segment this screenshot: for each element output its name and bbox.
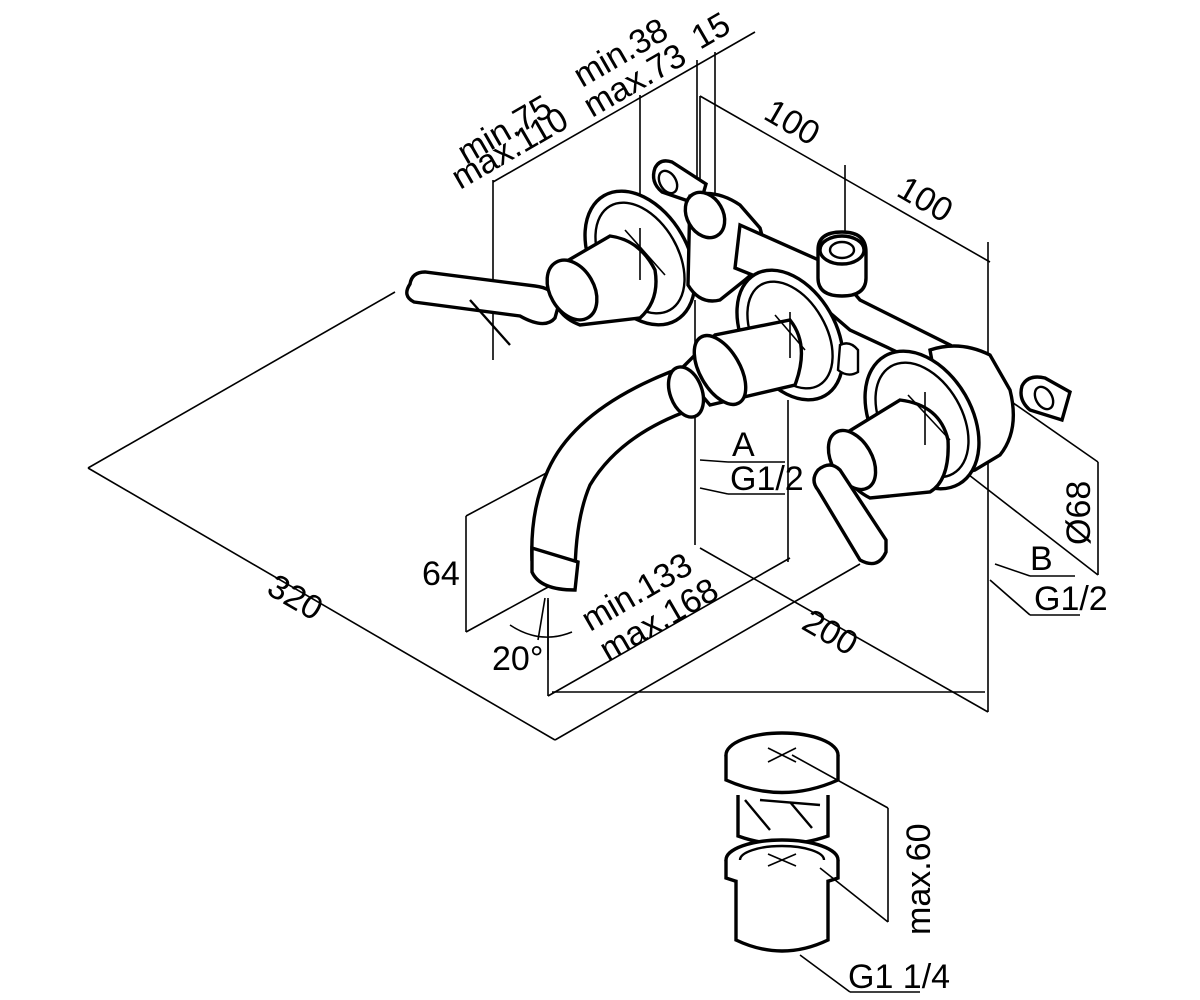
label-g12-a: G1/2: [730, 460, 804, 498]
left-valve-assembly: [405, 189, 697, 346]
label-64: 64: [422, 555, 460, 593]
dimension-labels: min.75 max.110 min.38 max.73 15 100 100 …: [261, 5, 1108, 996]
right-valve-assembly: [812, 349, 981, 566]
label-b: B: [1030, 540, 1053, 578]
label-15: 15: [685, 5, 737, 57]
spout-assembly: [530, 312, 806, 592]
label-max-60: max.60: [900, 824, 938, 936]
label-a: A: [732, 426, 755, 464]
dimension-lines: [87, 31, 1099, 741]
label-100-upper: 100: [758, 92, 826, 153]
label-100-lower: 100: [891, 169, 959, 230]
label-320: 320: [261, 567, 329, 628]
label-g12-b: G1/2: [1034, 580, 1108, 618]
label-200: 200: [796, 602, 864, 663]
drain-assembly: [724, 731, 920, 993]
label-20-degree: 20°: [492, 640, 543, 678]
label-diameter-68: Ø68: [1060, 481, 1098, 545]
label-g1-14: G1 1/4: [848, 958, 950, 996]
